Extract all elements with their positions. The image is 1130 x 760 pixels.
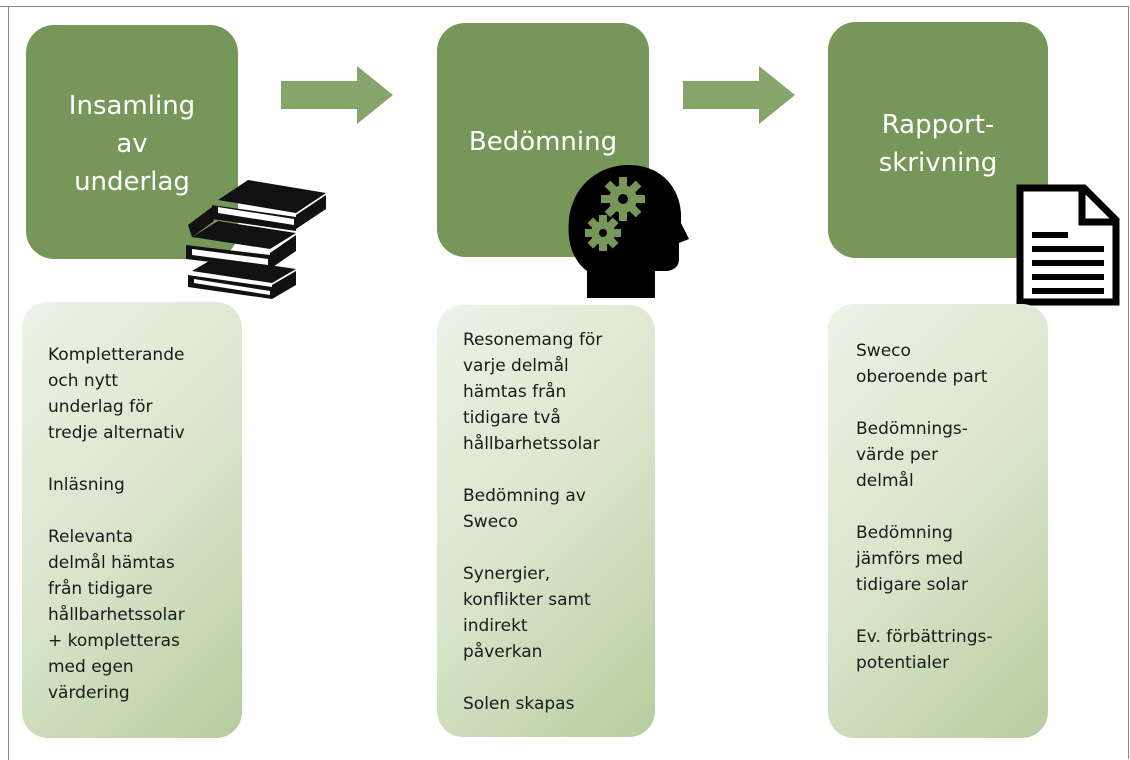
stage-1-title-box: Insamling av underlag <box>26 25 238 259</box>
stage-1-item-2: Inläsning <box>48 475 125 495</box>
stage-3-title-box: Rapport- skrivning <box>828 22 1048 258</box>
stage-3-item-4: Ev. förbättrings- potentialer <box>856 627 993 673</box>
stage-1-item-3: Relevanta delmål hämtas från tidigare hå… <box>48 527 185 703</box>
stage-2-title-line-1: Bedömning <box>468 127 618 157</box>
stage-3-details-box: Sweco oberoende part Bedömnings- värde p… <box>828 304 1048 738</box>
stage-3-item-3: Bedömning jämförs med tidigare solar <box>856 523 968 595</box>
diagram-frame <box>0 6 1129 759</box>
head-gears-icon <box>568 165 689 298</box>
stage-1-item-1: Kompletterande och nytt underlag för tre… <box>48 345 185 443</box>
stage-3-title-line-2: skrivning <box>878 148 998 178</box>
arrow-right-icon-1 <box>281 66 393 124</box>
stage-1-title-line-2: av <box>116 129 148 159</box>
stage-2-details-box: Resonemang för varje delmål hämtas från … <box>437 305 655 737</box>
stage-2-item-1: Resonemang för varje delmål hämtas från … <box>463 330 603 454</box>
stage-2-item-3: Synergier, konflikter samt indirekt påve… <box>463 564 591 662</box>
stage-2-item-4: Solen skapas <box>463 694 575 714</box>
document-icon <box>1016 184 1120 306</box>
stage-1-title-line-1: Insamling <box>68 91 196 121</box>
books-icon <box>186 180 326 299</box>
arrow-right-icon-2 <box>683 66 795 124</box>
frame-left-border <box>8 6 9 760</box>
stage-3-item-2: Bedömnings- värde per delmål <box>856 419 968 491</box>
stage-2-item-2: Bedömning av Sweco <box>463 486 586 532</box>
stage-3-title-line-1: Rapport- <box>881 110 995 140</box>
stage-3-item-1: Sweco oberoende part <box>856 341 988 387</box>
stage-1-title-line-3: underlag <box>74 167 190 197</box>
stage-1-details-box: Kompletterande och nytt underlag för tre… <box>22 302 242 738</box>
